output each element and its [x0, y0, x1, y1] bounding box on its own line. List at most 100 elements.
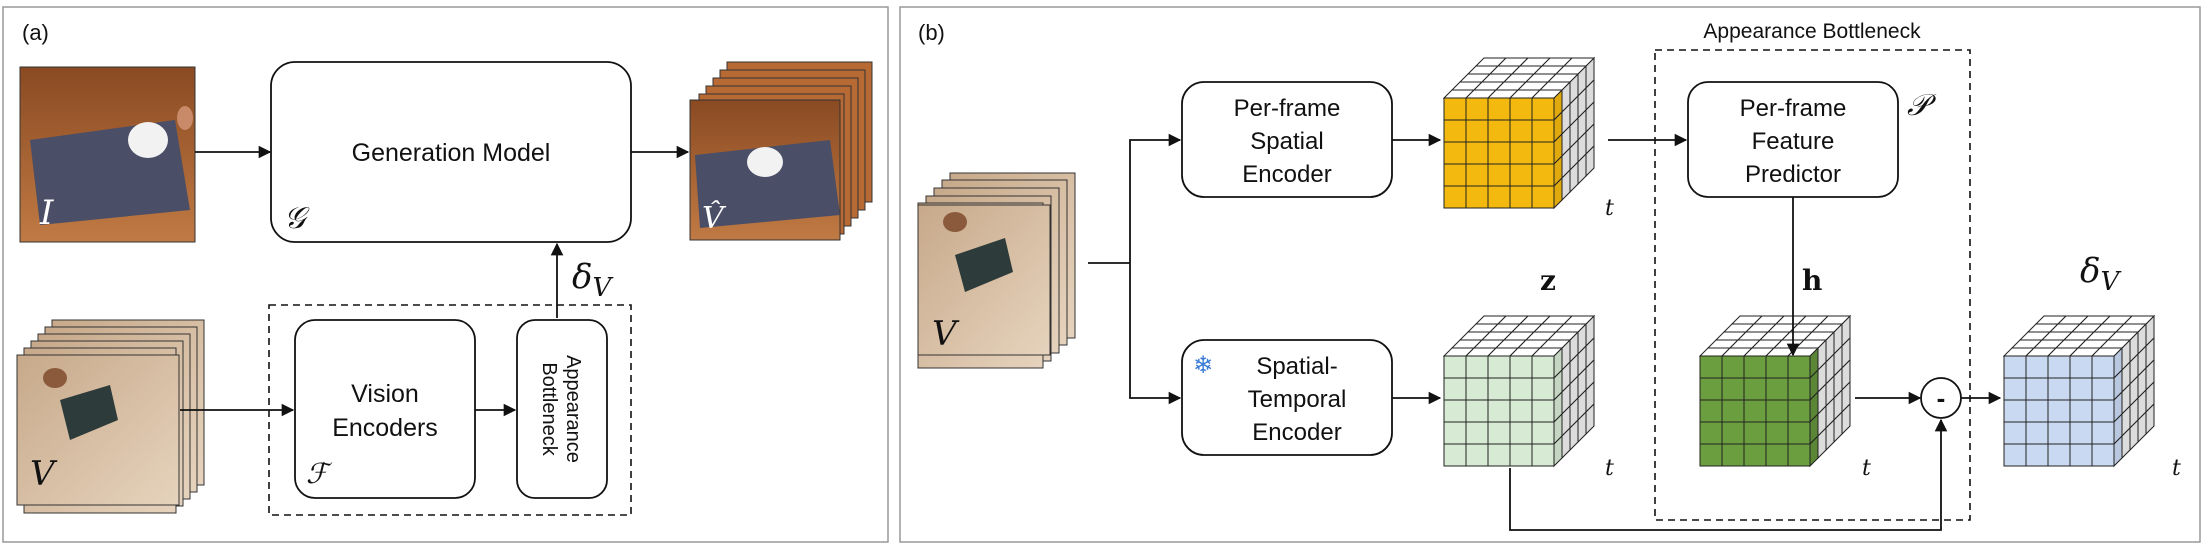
cube-front-cell: [2025, 399, 2049, 423]
arrow-to-spatial-encoder: [1129, 133, 1182, 263]
cube-front-cell: [1443, 399, 1467, 423]
cube-front-cell: [2047, 377, 2071, 401]
spatial-feature-cube: [1442, 56, 1596, 210]
cube-front-cell: [2025, 443, 2049, 467]
cube-front-cell: [2091, 399, 2115, 423]
cube-front-cell: [2069, 377, 2093, 401]
cube-front-cell: [2025, 421, 2049, 445]
cube-front-cell: [1531, 163, 1555, 187]
cube-front-cell: [1699, 377, 1723, 401]
cube-front-cell: [1443, 377, 1467, 401]
cube-front-cell: [1465, 443, 1489, 467]
z-label: z: [1540, 264, 1556, 297]
st-encoder-label-3: Encoder: [1252, 419, 1341, 446]
cube-front-cell: [1487, 97, 1511, 121]
cube-front-cell: [1509, 377, 1533, 401]
cube-front-cell: [1509, 141, 1533, 165]
cube-front-cell: [2003, 421, 2027, 445]
input-video-symbol-b: V: [932, 314, 960, 354]
cube-front-cell: [1443, 119, 1467, 143]
appearance-bottleneck-label-a-1: Appearance: [562, 355, 584, 463]
cube-front-cell: [1443, 443, 1467, 467]
cube-front-cell: [1465, 119, 1489, 143]
t-label-blue: t: [2172, 456, 2181, 481]
delta-v-feature-cube: [2002, 314, 2156, 468]
input-image-symbol: I: [39, 193, 54, 233]
spatial-encoder-label-1: Per-frame: [1234, 95, 1341, 122]
cube-front-cell: [1787, 355, 1811, 379]
vision-encoders-label-1: Vision: [351, 380, 419, 408]
cube-front-cell: [1443, 141, 1467, 165]
cube-front-cell: [1765, 399, 1789, 423]
cube-front-cell: [2047, 399, 2071, 423]
cube-front-cell: [1531, 355, 1555, 379]
feature-extractor-dashed-box: [268, 304, 632, 516]
cube-front-cell: [1465, 421, 1489, 445]
cube-front-cell: [1743, 355, 1767, 379]
cube-front-cell: [1443, 163, 1467, 187]
cube-front-cell: [1509, 119, 1533, 143]
input-video-stack-b: [917, 172, 1076, 369]
appearance-bottleneck-box-a: [516, 319, 608, 499]
arrow-z-skip-to-minus: [1509, 418, 1948, 531]
cube-front-cell: [1743, 377, 1767, 401]
predictor-label-1: Per-frame: [1740, 95, 1847, 122]
cube-front-cell: [1721, 355, 1745, 379]
appearance-bottleneck-label-a-2: Bottleneck: [538, 362, 560, 456]
t-label-green-dark: t: [1862, 456, 1871, 481]
cube-front-cell: [1765, 355, 1789, 379]
cube-front-cell: [1487, 399, 1511, 423]
cube-front-cell: [1465, 163, 1489, 187]
cube-front-cell: [2069, 443, 2093, 467]
cube-front-cell: [1487, 377, 1511, 401]
appearance-bottleneck-title: Appearance Bottleneck: [1703, 20, 1921, 43]
cube-front-cell: [1487, 443, 1511, 467]
spatial-encoder-label-3: Encoder: [1242, 161, 1331, 188]
cube-front-cell: [1765, 443, 1789, 467]
cube-front-cell: [1531, 399, 1555, 423]
input-video-symbol-a: V: [30, 454, 58, 494]
cube-front-cell: [2069, 421, 2093, 445]
cube-front-cell: [1465, 185, 1489, 209]
cube-front-cell: [2025, 377, 2049, 401]
cube-front-cell: [1443, 421, 1467, 445]
predictor-label-3: Predictor: [1745, 161, 1841, 188]
panel-b-border: [899, 6, 2201, 543]
cube-front-cell: [1509, 163, 1533, 187]
vision-encoders-box: [294, 319, 476, 499]
cube-front-cell: [1487, 185, 1511, 209]
cube-front-cell: [1699, 399, 1723, 423]
cube-front-cell: [1743, 399, 1767, 423]
cube-front-cell: [1465, 141, 1489, 165]
cube-front-cell: [1743, 443, 1767, 467]
cube-front-cell: [2025, 355, 2049, 379]
t-label-green-light: t: [1605, 456, 1614, 481]
cube-front-cell: [1465, 355, 1489, 379]
cube-front-cell: [2047, 421, 2071, 445]
panel-a-border: [2, 6, 889, 543]
output-video-stack: [689, 61, 873, 241]
cube-front-cell: [2069, 399, 2093, 423]
cube-front-cell: [1787, 443, 1811, 467]
output-video-symbol: V̂: [702, 201, 727, 236]
cube-front-cell: [1509, 185, 1533, 209]
cube-front-cell: [1531, 443, 1555, 467]
cube-front-cell: [2003, 355, 2027, 379]
z-feature-cube: [1442, 314, 1596, 468]
cube-front-cell: [1487, 119, 1511, 143]
cube-front-cell: [1487, 141, 1511, 165]
panel-a-label: (a): [22, 20, 49, 45]
cube-front-cell: [1765, 377, 1789, 401]
cube-front-cell: [1509, 443, 1533, 467]
cube-front-cell: [1787, 399, 1811, 423]
delta-v-label-b: δV: [2080, 251, 2121, 297]
cube-front-cell: [1699, 355, 1723, 379]
cube-front-cell: [1721, 443, 1745, 467]
cube-front-cell: [1509, 355, 1533, 379]
cube-front-cell: [1509, 421, 1533, 445]
cube-front-cell: [1465, 97, 1489, 121]
cube-front-cell: [1443, 185, 1467, 209]
cube-front-cell: [1531, 119, 1555, 143]
cube-front-cell: [1443, 97, 1467, 121]
cube-front-cell: [1721, 421, 1745, 445]
